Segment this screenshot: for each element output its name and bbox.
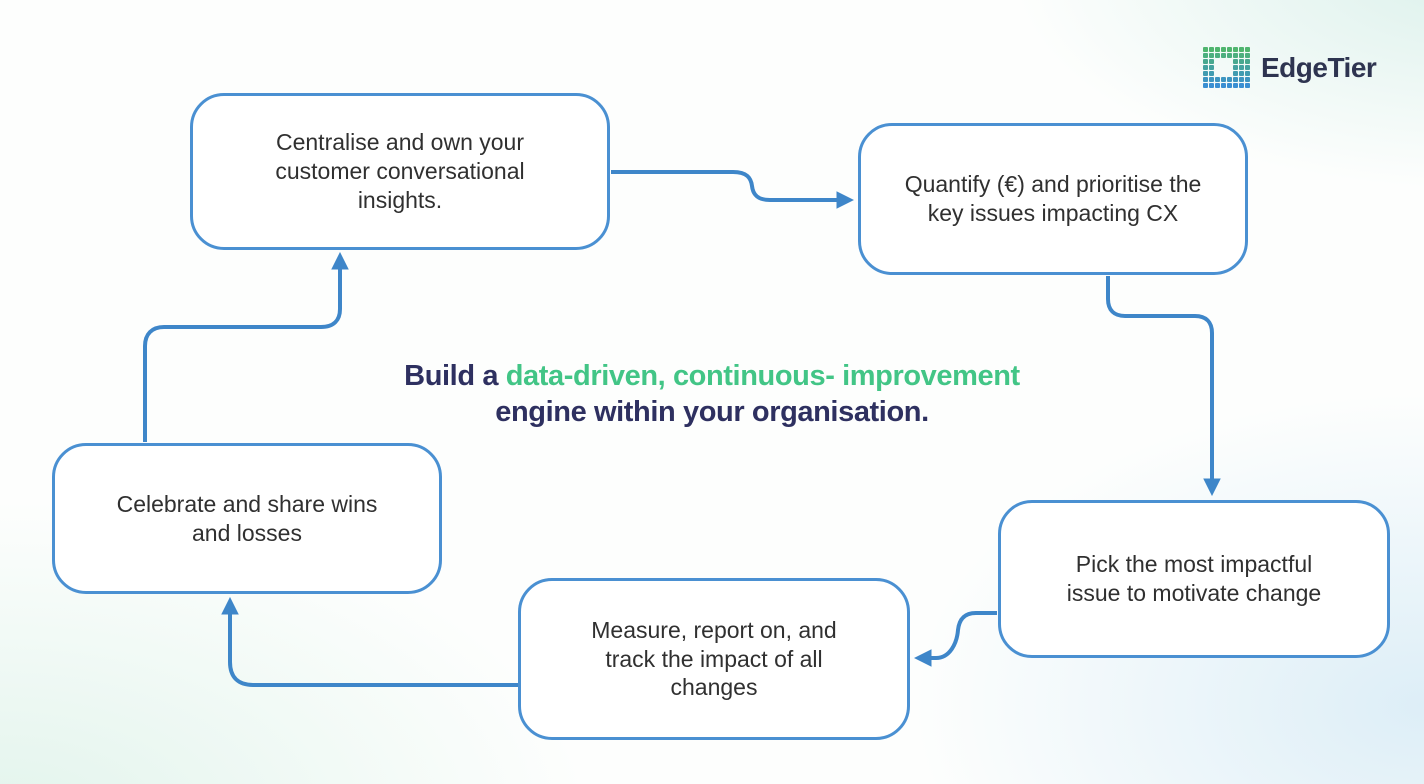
headline-highlight: data-driven, continuous- improvement bbox=[505, 360, 1021, 392]
headline-part1: Build a bbox=[404, 360, 499, 392]
headline-line-1: Build a data-driven, continuous- improve… bbox=[0, 358, 1424, 394]
headline: Build a data-driven, continuous- improve… bbox=[0, 358, 1424, 430]
arrow-measure-to-celebrate bbox=[221, 596, 518, 687]
process-box-celebrate: Celebrate and share wins and losses bbox=[52, 443, 442, 594]
process-box-centralise: Centralise and own your customer convers… bbox=[190, 93, 610, 250]
arrow-quantify-to-pick bbox=[1106, 276, 1221, 497]
process-box-label: Measure, report on, and track the impact… bbox=[591, 616, 837, 701]
process-box-quantify: Quantify (€) and prioritise the key issu… bbox=[858, 123, 1248, 275]
arrow-centralise-to-quantify bbox=[611, 170, 855, 209]
process-box-label: Celebrate and share wins and losses bbox=[116, 490, 378, 546]
process-box-measure: Measure, report on, and track the impact… bbox=[518, 578, 910, 740]
edgetier-logo: EdgeTier bbox=[1203, 47, 1377, 89]
arrow-celebrate-to-centralise bbox=[143, 251, 349, 442]
process-box-label: Pick the most impactful issue to motivat… bbox=[1066, 551, 1322, 606]
headline-line-2: engine within your organisation. bbox=[495, 396, 929, 428]
process-box-label: Quantify (€) and prioritise the key issu… bbox=[904, 171, 1202, 226]
arrow-pick-to-measure bbox=[913, 611, 997, 667]
logo-wordmark: EdgeTier bbox=[1261, 52, 1377, 83]
process-box-pick: Pick the most impactful issue to motivat… bbox=[998, 500, 1390, 658]
process-box-label: Centralise and own your customer convers… bbox=[275, 129, 525, 213]
dot-grid-logo-icon bbox=[1203, 47, 1251, 89]
